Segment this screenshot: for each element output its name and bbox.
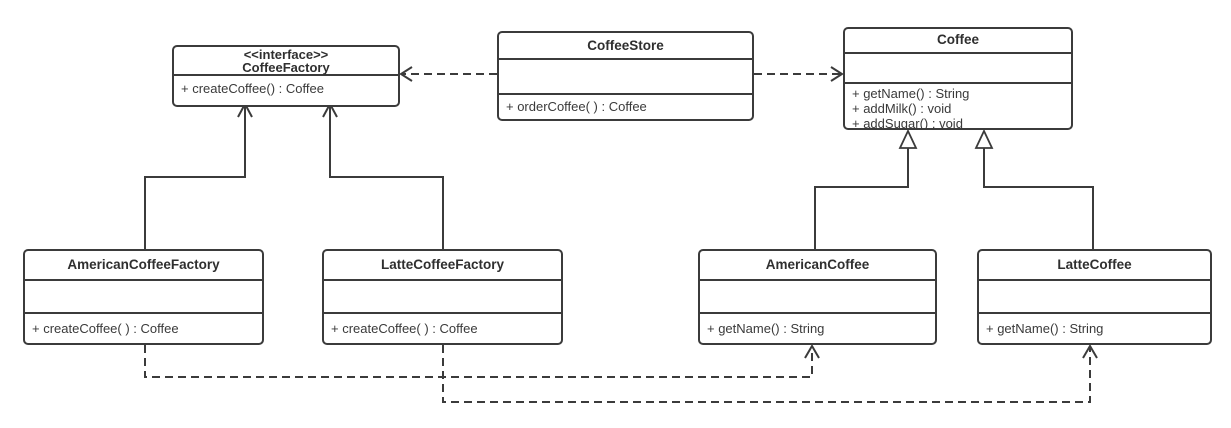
method-entry: + createCoffee( ) : Coffee — [331, 321, 478, 336]
class-name: Coffee — [936, 32, 979, 48]
class-header: AmericanCoffee — [700, 251, 935, 281]
class-methods-compartment: + getName() : String + addMilk() : void … — [845, 84, 1071, 128]
method-entry: + getName() : String — [986, 321, 1104, 336]
class-header: LatteCoffee — [979, 251, 1210, 281]
edge-realization-lattefactory-to-coffeefactory — [329, 105, 444, 250]
method-entry: + createCoffee( ) : Coffee — [32, 321, 179, 336]
method-entry: + createCoffee() : Coffee — [181, 81, 324, 96]
open-arrowhead-icon — [830, 66, 844, 82]
class-box-american-coffee: AmericanCoffee + getName() : String — [698, 249, 937, 345]
open-arrowhead-icon — [399, 66, 413, 82]
hollow-triangle-arrowhead-icon — [898, 128, 918, 149]
method-entry: + getName() : String — [707, 321, 825, 336]
class-methods-compartment: + getName() : String — [979, 314, 1210, 343]
class-header: Coffee — [845, 29, 1071, 54]
class-methods-compartment: + createCoffee() : Coffee — [174, 76, 398, 105]
class-box-latte-coffee-factory: LatteCoffeeFactory + createCoffee( ) : C… — [322, 249, 563, 345]
method-entry: + orderCoffee( ) : Coffee — [506, 99, 647, 114]
method-entry: + addSugar() : void — [852, 115, 963, 128]
hollow-triangle-arrowhead-icon — [974, 128, 994, 149]
class-header: AmericanCoffeeFactory — [25, 251, 262, 281]
class-name: CoffeeStore — [587, 37, 664, 53]
class-name: AmericanCoffeeFactory — [67, 257, 220, 272]
class-header: <<interface>> CoffeeFactory — [174, 47, 398, 76]
edge-dependency-lattefactory-to-lattecoffee — [442, 345, 1091, 403]
method-entry: + getName() : String — [852, 85, 970, 101]
class-attributes-compartment — [25, 281, 262, 314]
class-methods-compartment: + createCoffee( ) : Coffee — [25, 314, 262, 343]
open-arrowhead-icon — [804, 344, 820, 359]
open-arrowhead-icon — [1082, 344, 1098, 359]
class-box-latte-coffee: LatteCoffee + getName() : String — [977, 249, 1212, 345]
class-methods-compartment: + createCoffee( ) : Coffee — [324, 314, 561, 343]
class-stereotype: <<interface>> — [243, 46, 329, 62]
class-attributes-compartment — [979, 281, 1210, 314]
class-box-coffee: Coffee + getName() : String + addMilk() … — [843, 27, 1073, 130]
class-attributes-compartment — [700, 281, 935, 314]
class-box-coffee-store: CoffeeStore + orderCoffee( ) : Coffee — [497, 31, 754, 121]
class-header: LatteCoffeeFactory — [324, 251, 561, 281]
edge-generalization-americancoffee-to-coffee — [814, 148, 909, 250]
edge-realization-americanfactory-to-coffeefactory — [144, 105, 246, 250]
class-methods-compartment: + orderCoffee( ) : Coffee — [499, 95, 752, 119]
class-name: LatteCoffee — [1057, 257, 1132, 272]
method-entry: + addMilk() : void — [852, 100, 952, 116]
class-name: CoffeeFactory — [242, 59, 330, 75]
class-methods-compartment: + getName() : String — [700, 314, 935, 343]
edge-dependency-americanfactory-to-americancoffee — [144, 345, 813, 378]
class-name: AmericanCoffee — [765, 257, 870, 272]
class-attributes-compartment — [499, 60, 752, 95]
class-attributes-compartment — [324, 281, 561, 314]
class-header: CoffeeStore — [499, 33, 752, 60]
class-attributes-compartment — [845, 54, 1071, 84]
edge-generalization-lattecoffee-to-coffee — [983, 148, 1094, 250]
class-name: LatteCoffeeFactory — [380, 257, 505, 272]
class-box-coffee-factory: <<interface>> CoffeeFactory + createCoff… — [172, 45, 400, 107]
class-box-american-coffee-factory: AmericanCoffeeFactory + createCoffee( ) … — [23, 249, 264, 345]
